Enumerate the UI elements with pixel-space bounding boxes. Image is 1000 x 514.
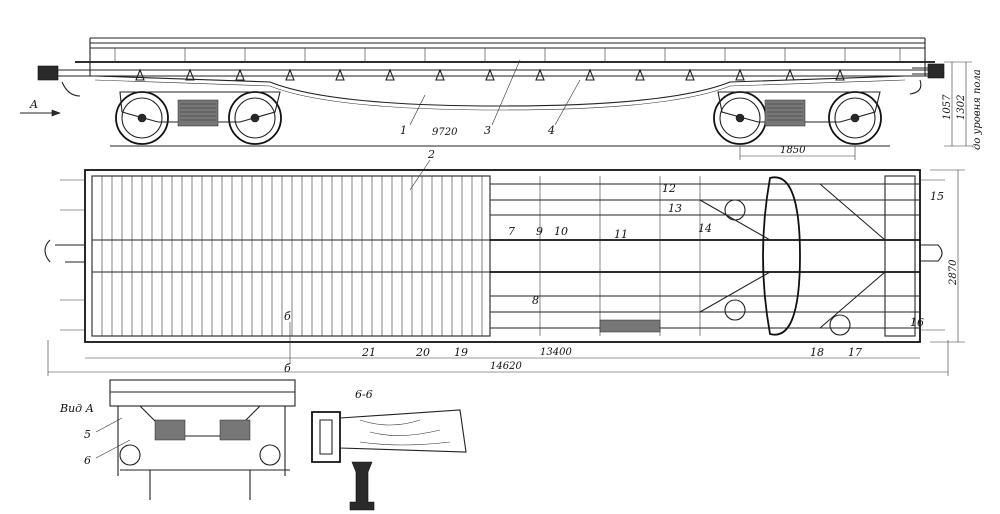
callout-2: 2 xyxy=(427,148,435,161)
callout-17: 17 xyxy=(848,346,862,359)
callout-14: 14 xyxy=(698,222,712,235)
callout-16: 16 xyxy=(910,316,924,329)
coupler-right xyxy=(909,63,945,95)
callout-13: 13 xyxy=(668,202,682,215)
section-mark-bottom: б xyxy=(284,362,291,375)
bogie-right xyxy=(713,91,882,145)
dim-1302: 1302 xyxy=(956,95,967,120)
callout-10: 10 xyxy=(554,225,568,238)
coupler-left xyxy=(37,65,81,97)
callout-11: 11 xyxy=(614,228,628,241)
dim-13400: 13400 xyxy=(540,347,572,358)
callout-18: 18 xyxy=(810,346,824,359)
section-6-6: 6-6 xyxy=(311,388,467,511)
callout-9: 9 xyxy=(536,225,543,238)
callout-21: 21 xyxy=(361,346,376,359)
floor-level-note: до уровня пола xyxy=(972,69,983,150)
callout-3: 3 xyxy=(484,124,491,137)
bogie-left xyxy=(115,91,282,145)
underframe xyxy=(490,175,920,337)
end-view-a: Вид А 5 6 xyxy=(59,379,296,500)
section-mark-top: б xyxy=(284,310,291,323)
dim-1057: 1057 xyxy=(942,94,953,120)
callout-12: 12 xyxy=(662,182,676,195)
callout-6: 6 xyxy=(84,454,91,467)
callout-15: 15 xyxy=(930,190,944,203)
deck-boards xyxy=(91,175,491,337)
callout-20: 20 xyxy=(415,346,430,359)
view-arrow-a: A xyxy=(29,98,38,111)
view-a-title: Вид А xyxy=(59,402,94,415)
callout-8: 8 xyxy=(532,294,539,307)
dim-9720: 9720 xyxy=(432,127,458,138)
callout-1: 1 xyxy=(400,124,407,137)
dim-14620: 14620 xyxy=(490,361,522,372)
callout-7: 7 xyxy=(508,225,515,238)
stake-pockets xyxy=(114,48,901,81)
plan-view: 2870 13400 14620 б б 2 7 8 9 10 11 12 13… xyxy=(44,148,965,376)
callout-4: 4 xyxy=(547,124,555,137)
section-title: 6-6 xyxy=(355,388,373,401)
dim-1850: 1850 xyxy=(780,145,806,156)
callout-19: 19 xyxy=(454,346,468,359)
side-view: 1850 9720 1057 1302 до уровня пола A 1 3… xyxy=(20,37,983,160)
dim-2870: 2870 xyxy=(948,259,959,286)
callout-5: 5 xyxy=(84,428,91,441)
